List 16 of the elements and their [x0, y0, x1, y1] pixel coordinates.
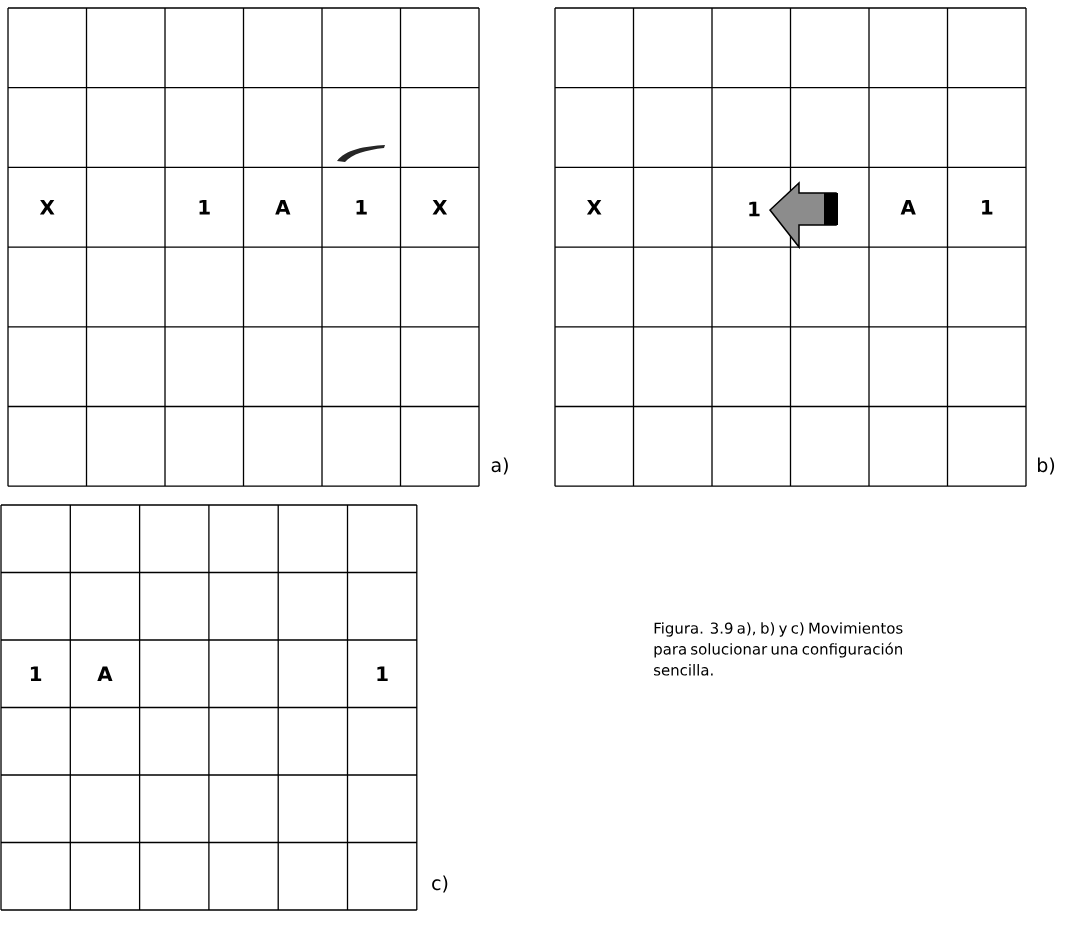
cell-label: X [586, 199, 602, 215]
caption: Figura. 3.9 a), b) y c) Movimientos para solucionar una configuración sencilla. [654, 622, 903, 676]
panel-label: c) [432, 875, 448, 893]
cell-label: 1 [30, 666, 42, 682]
panel-label: b) [1038, 457, 1055, 475]
cell-label: X [432, 199, 448, 215]
cell-label: 1 [749, 201, 760, 217]
cell-label: X [39, 199, 55, 215]
cell-label: A [97, 666, 113, 682]
panel-label: a) [491, 457, 508, 475]
cell-label: 1 [982, 199, 993, 215]
cell-label: A [275, 199, 291, 215]
cell-label: 1 [199, 199, 210, 215]
cell-label: A [900, 199, 916, 215]
cell-label: 1 [356, 199, 367, 215]
cell-label: 1 [377, 666, 388, 682]
